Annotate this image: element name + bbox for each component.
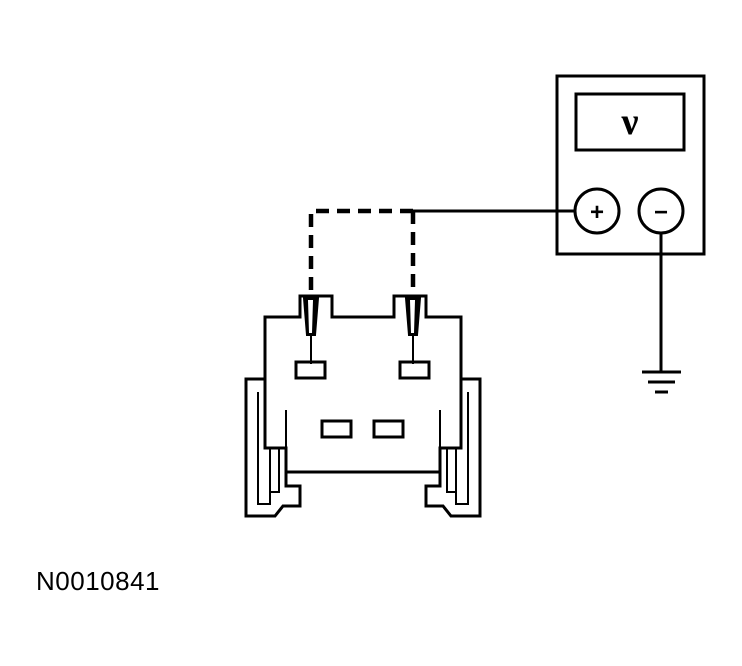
connector-body xyxy=(263,294,463,474)
probe-left xyxy=(302,297,320,364)
terminal-cavity-3 xyxy=(320,419,353,439)
probe-right xyxy=(404,297,422,364)
negative-terminal-label: − xyxy=(654,199,668,226)
ground-icon xyxy=(642,370,681,394)
dashed-lead-segment xyxy=(308,208,413,290)
voltmeter: ν + − xyxy=(555,74,706,256)
positive-terminal-label: + xyxy=(590,199,604,226)
positive-test-lead xyxy=(308,208,575,290)
figure-id-label: N0010841 xyxy=(36,566,160,596)
terminal-cavity-1 xyxy=(294,360,327,380)
connector-housing xyxy=(244,294,482,518)
terminal-cavity-4 xyxy=(372,419,405,439)
voltmeter-display-symbol: ν xyxy=(621,101,639,143)
terminal-cavity-2 xyxy=(398,360,431,380)
voltmeter-display xyxy=(574,92,686,152)
